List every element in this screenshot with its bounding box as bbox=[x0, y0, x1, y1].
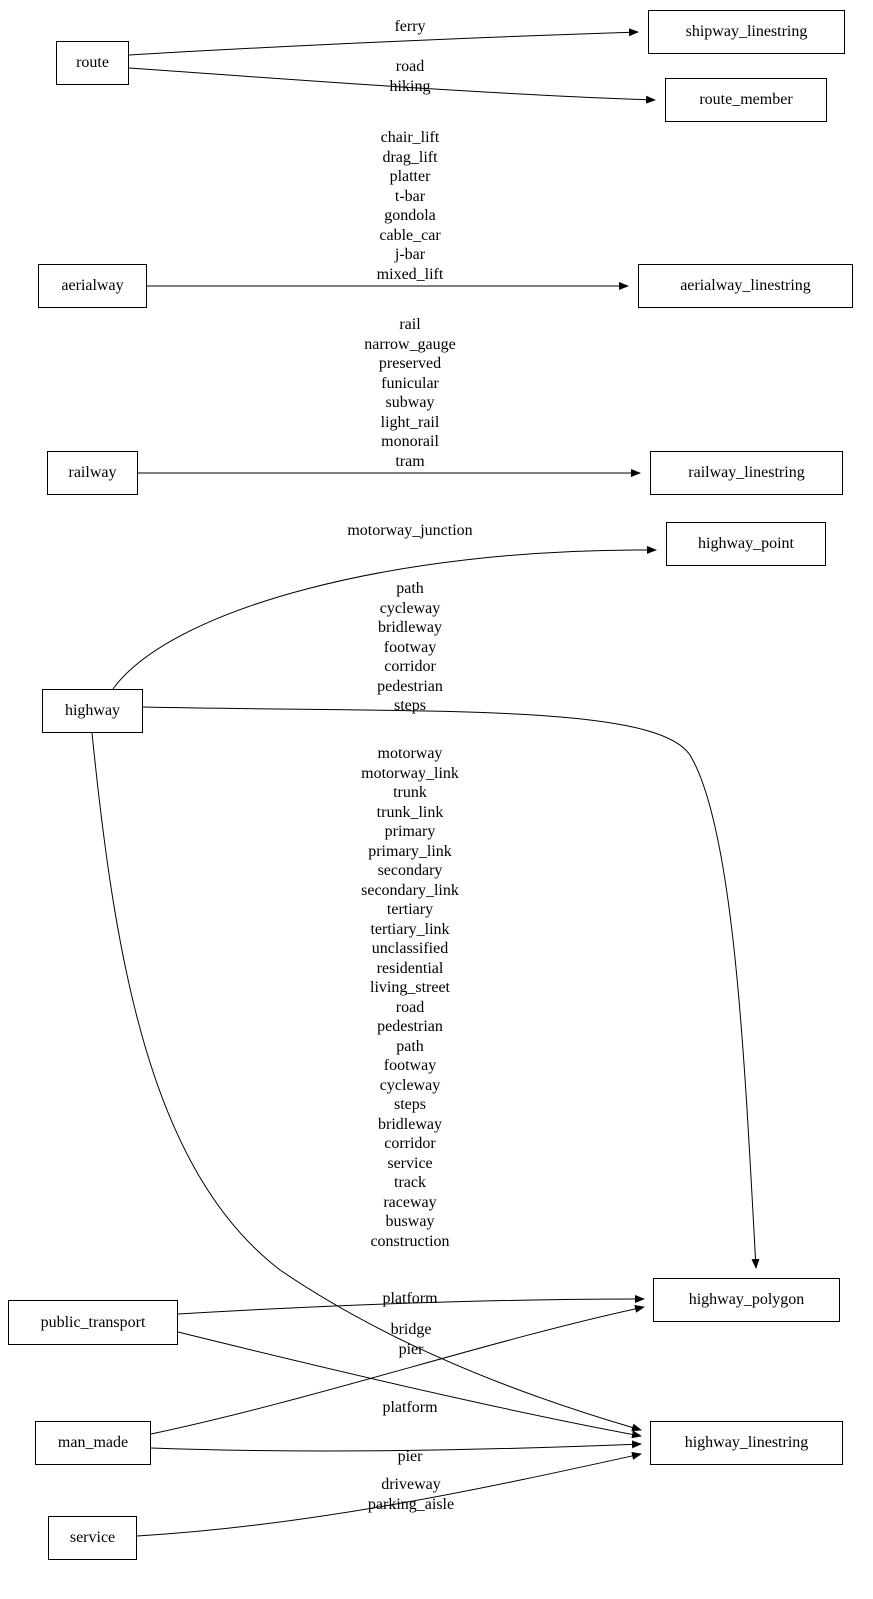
edge-highway-highway-point bbox=[112, 545, 657, 690]
edge-label-motorway-junction: motorway_junction bbox=[347, 522, 473, 539]
node-railway-linestring: railway_linestring bbox=[650, 451, 843, 495]
edge-man-made-highway-polygon bbox=[150, 1304, 645, 1435]
edge-public-transport-highway-polygon bbox=[177, 1295, 645, 1315]
edge-label-railway-values: rail narrow_gauge preserved funicular su… bbox=[364, 316, 456, 470]
edge-label-ferry: ferry bbox=[394, 18, 426, 35]
node-highway-point: highway_point bbox=[666, 522, 826, 566]
edge-label-driveway-parking-aisle: driveway parking_aisle bbox=[367, 1476, 455, 1513]
node-highway: highway bbox=[42, 689, 143, 733]
edge-man-made-highway-linestring bbox=[150, 1440, 642, 1452]
edge-label-road-hiking: road hiking bbox=[389, 58, 431, 95]
edge-route-route-member bbox=[128, 67, 656, 104]
node-highway-linestring: highway_linestring bbox=[650, 1421, 843, 1465]
edge-highway-highway-polygon bbox=[142, 706, 760, 1269]
edge-label-platform-polygon: platform bbox=[382, 1290, 438, 1307]
node-route-member: route_member bbox=[665, 78, 827, 122]
edge-service-highway-linestring bbox=[136, 1452, 642, 1537]
edge-public-transport-highway-linestring bbox=[177, 1331, 642, 1439]
node-shipway-linestring: shipway_linestring bbox=[648, 10, 845, 54]
node-route: route bbox=[56, 41, 129, 85]
edge-route-shipway-linestring bbox=[128, 28, 639, 56]
edge-highway-highway-linestring bbox=[91, 732, 642, 1432]
node-aerialway: aerialway bbox=[38, 264, 147, 308]
node-aerialway-linestring: aerialway_linestring bbox=[638, 264, 853, 308]
node-railway: railway bbox=[47, 451, 138, 495]
edge-label-bridge-pier: bridge pier bbox=[390, 1321, 432, 1358]
edge-label-highway-linestring-values: motorway motorway_link trunk trunk_link … bbox=[361, 745, 459, 1250]
node-public-transport: public_transport bbox=[8, 1300, 178, 1345]
edge-label-aerialway-values: chair_lift drag_lift platter t-bar gondo… bbox=[376, 129, 444, 283]
node-man-made: man_made bbox=[35, 1421, 151, 1465]
node-service: service bbox=[48, 1516, 137, 1560]
node-highway-polygon: highway_polygon bbox=[653, 1278, 840, 1322]
edge-label-pier: pier bbox=[397, 1448, 423, 1465]
edge-label-platform-linestring: platform bbox=[382, 1399, 438, 1416]
edge-label-highway-polygon-values: path cycleway bridleway footway corridor… bbox=[377, 580, 443, 714]
